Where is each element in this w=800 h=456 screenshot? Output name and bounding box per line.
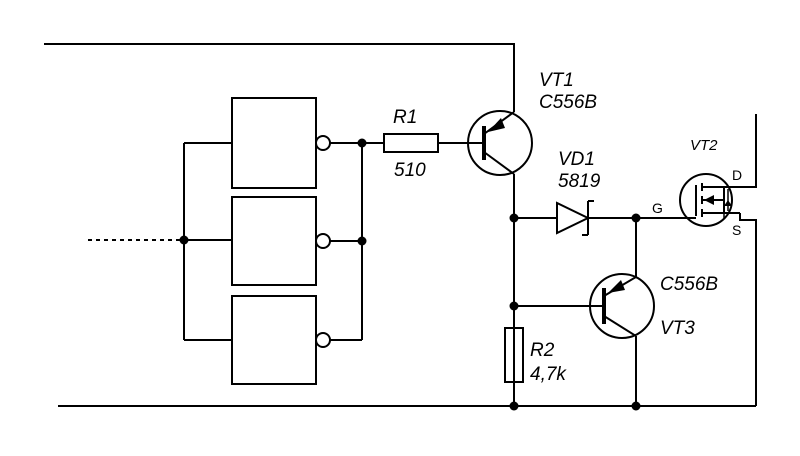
gate-3	[231, 295, 331, 385]
gate-1	[231, 97, 331, 189]
r1-value-label: 510	[394, 160, 426, 181]
resistor-r2	[504, 327, 524, 383]
vt1-part-label: C556B	[539, 92, 597, 113]
vt2-drain-wire	[740, 114, 757, 188]
vd1-name-label: VD1	[558, 149, 595, 170]
diode-vd1	[514, 200, 680, 236]
vt1-name-label: VT1	[539, 70, 574, 91]
transistor-vt3	[514, 273, 655, 411]
vt2-drain-label: D	[732, 167, 742, 183]
resistor-r1	[383, 133, 474, 153]
r2-name-label: R2	[530, 340, 555, 361]
r2-value-label: 4,7k	[530, 364, 567, 385]
vt2-gate-label: G	[652, 200, 663, 216]
gate-2	[231, 196, 331, 286]
r1-name-label: R1	[393, 107, 417, 128]
vt2-source-wire	[739, 213, 757, 406]
vt1-collector-wire	[509, 174, 519, 411]
gate-input-bus	[179, 142, 232, 341]
top-rail-wire	[44, 43, 515, 112]
vt2-source-label: S	[732, 222, 741, 238]
vt2-name-label: VT2	[690, 137, 718, 154]
vt3-name-label: VT3	[660, 318, 695, 339]
vd1-part-label: 5819	[558, 171, 601, 192]
transistor-vt1	[467, 110, 533, 176]
vt3-part-label: C556B	[660, 274, 718, 295]
mosfet-vt2	[679, 173, 740, 227]
gate-output-bus	[330, 138, 384, 341]
